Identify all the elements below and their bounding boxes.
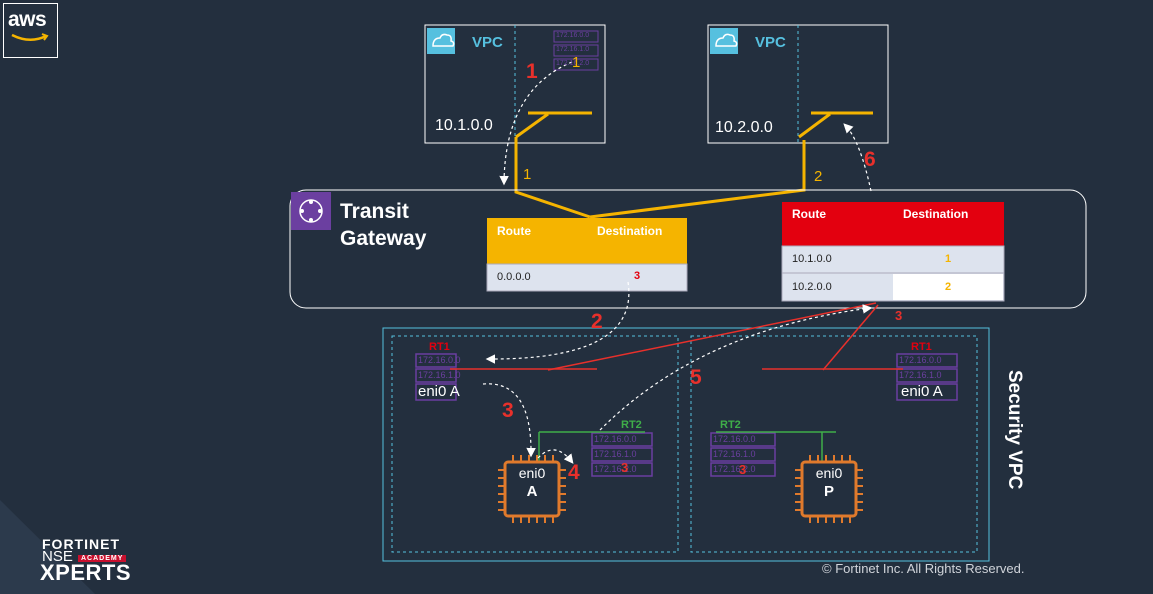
instance-a-eni: eni0 [518, 465, 546, 481]
mini-route-2: 172.16.2.0 [556, 60, 590, 67]
tgw-table-left-row-dest: 3 [634, 270, 641, 282]
rt2-right-mark: 3 [739, 462, 747, 477]
tgw-table-right-header-route: Route [792, 207, 826, 221]
step-3b-marker: 3 [895, 308, 903, 323]
mini-route-0: 172.16.0.0 [556, 32, 590, 39]
security-vpc-box [382, 327, 990, 562]
rt1-left-route-1: 172.16.1.0 [418, 370, 461, 380]
rt1-right-route-1: 172.16.1.0 [899, 370, 942, 380]
transit-gateway-icon [291, 192, 331, 230]
tgw-title-line1: Transit [340, 200, 409, 223]
tgw-table-right-row1-route: 10.2.0.0 [792, 281, 832, 293]
fortinet-logo: FORTINET [42, 536, 120, 552]
attachment-mini-number: 1 [572, 54, 581, 71]
step-5-marker: 5 [690, 366, 702, 389]
instance-p-name: P [823, 483, 834, 500]
rt2-right-route-1: 172.16.1.0 [713, 449, 756, 459]
vpc-left-cidr: 10.1.0.0 [435, 117, 493, 134]
aws-smile-icon [11, 33, 49, 41]
attachment-right-number: 2 [814, 168, 823, 185]
rt2-left-route-2: 172.16.2.0 [594, 464, 637, 474]
aws-logo: aws [8, 8, 47, 31]
tgw-box [289, 189, 1087, 309]
step-1-marker: 1 [526, 60, 538, 83]
tgw-table-left-header-route: Route [497, 224, 531, 238]
tgw-table-left-header-dest: Destination [597, 224, 663, 238]
nse-logo: NSE [42, 548, 73, 565]
rt1-left-route-0: 172.16.0.0 [418, 355, 461, 365]
step-6-marker: 6 [864, 148, 876, 171]
rt2-left-route-0: 172.16.0.0 [594, 434, 637, 444]
rt1-right-route-0: 172.16.0.0 [899, 355, 942, 365]
xperts-logo: XPERTS [40, 560, 132, 585]
tgw-title-line2: Gateway [340, 227, 427, 250]
step-3-marker: 3 [502, 399, 514, 422]
vpc-right-label: VPC [755, 34, 786, 51]
rt2-left-mark: 3 [621, 460, 629, 475]
instance-a-name: A [526, 483, 538, 500]
rt2-left-label: RT2 [621, 419, 642, 431]
rt2-right-route-0: 172.16.0.0 [713, 434, 756, 444]
attachment-left-number: 1 [523, 166, 532, 183]
vpc-right-cidr: 10.2.0.0 [715, 119, 773, 136]
instance-a-chip [498, 455, 566, 523]
copyright-text: © Fortinet Inc. All Rights Reserved. [822, 561, 1025, 576]
rt2-right-route-2: 172.16.2.0 [713, 464, 756, 474]
rt1-left-label: RT1 [429, 341, 450, 353]
academy-badge: ACADEMY [78, 555, 127, 562]
step-2-marker: 2 [591, 310, 603, 333]
step-4-marker: 4 [568, 461, 580, 484]
aws-logo-frame [3, 3, 58, 58]
tgw-table-right-row0-route: 10.1.0.0 [792, 253, 832, 265]
tgw-table-left-row-route: 0.0.0.0 [497, 271, 531, 283]
rt1-right-eni: eni0 A [901, 383, 943, 400]
mini-route-1: 172.16.1.0 [556, 46, 590, 53]
tgw-table-right-row0-dest: 1 [945, 253, 952, 265]
tgw-table-right-row1-dest: 2 [945, 281, 952, 293]
tgw-table-right-header-dest: Destination [903, 207, 969, 221]
rt1-right-label: RT1 [911, 341, 932, 353]
instance-p-chip [795, 455, 863, 523]
rt1-left-eni: eni0 A [418, 383, 460, 400]
security-vpc-title: Security VPC [1004, 370, 1025, 490]
rt2-right-label: RT2 [720, 419, 741, 431]
vpc-left-label: VPC [472, 34, 503, 51]
instance-p-eni: eni0 [815, 465, 843, 481]
rt2-left-route-1: 172.16.1.0 [594, 449, 637, 459]
